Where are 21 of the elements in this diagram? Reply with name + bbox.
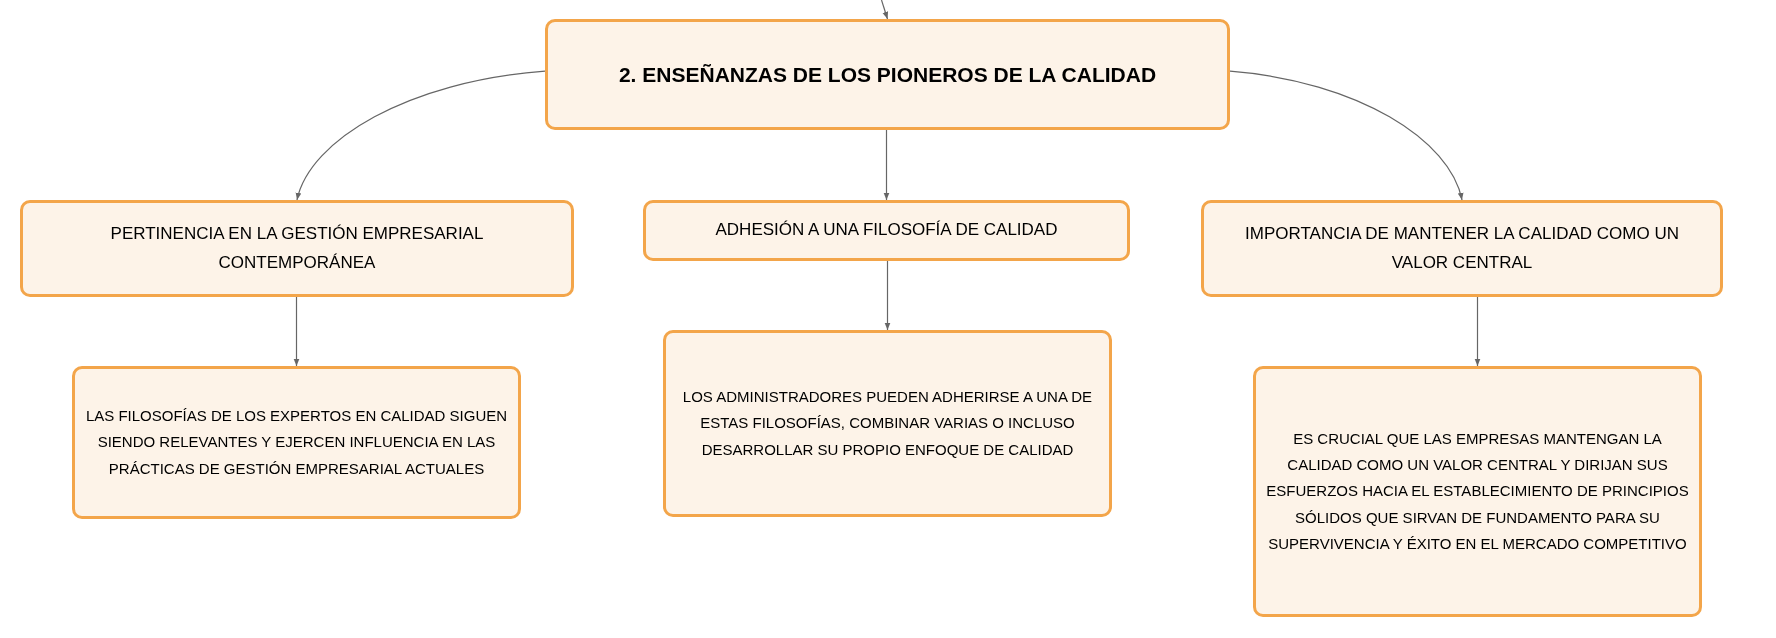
detail-box xyxy=(1253,366,1702,617)
node-text: PERTINENCIA EN LA GESTIÓN EMPRESARIAL CONTEMPORÁNEA xyxy=(109,223,485,274)
node-text: ADHESIÓN A UNA FILOSOFÍA DE CALIDAD xyxy=(715,219,1058,242)
node-text: 2. ENSEÑANZAS DE LOS PIONEROS DE LA CALIDAD xyxy=(618,61,1157,88)
topic-box xyxy=(1201,200,1723,297)
connector-arrow xyxy=(296,70,546,201)
connector-arrow xyxy=(1229,70,1463,201)
node-text: IMPORTANCIA DE MANTENER LA CALIDAD COMO UN VALOR CENTRAL xyxy=(1244,223,1680,274)
connector-arrow xyxy=(293,296,300,367)
node-text: ES CRUCIAL QUE LAS EMPRESAS MANTENGAN LA CALIDAD COMO UN VALOR CENTRAL Y DIRIJAN SUS ESFUERZOS HACIA EL ESTABLECIMIENTO DE PRINCIPIOS SÓLIDOS QUE SIRVAN DE FUNDAMENTO PARA SU SUPERVIVENCIA Y ÉXITO EN EL MERCADO COMPETITIVO xyxy=(1265,428,1690,554)
connector-arrow xyxy=(880,0,889,20)
node-text: LOS ADMINISTRADORES PUEDEN ADHERIRSE A UNA DE ESTAS FILOSOFÍAS, COMBINAR VARIAS O INCLUSO DESARROLLAR SU PROPIO ENFOQUE DE CALIDAD xyxy=(681,387,1094,460)
title-box xyxy=(545,19,1230,130)
connector-arrow xyxy=(883,129,890,201)
detail-box xyxy=(663,330,1112,517)
topic-box xyxy=(643,200,1130,261)
connector-arrow xyxy=(884,260,891,331)
detail-box xyxy=(72,366,521,519)
connector-arrow xyxy=(1474,296,1481,367)
topic-box xyxy=(20,200,574,297)
node-text: LAS FILOSOFÍAS DE LOS EXPERTOS EN CALIDAD SIGUEN SIENDO RELEVANTES Y EJERCEN INFLUENCIA EN LAS PRÁCTICAS DE GESTIÓN EMPRESARIAL ACTUALES xyxy=(84,406,509,479)
